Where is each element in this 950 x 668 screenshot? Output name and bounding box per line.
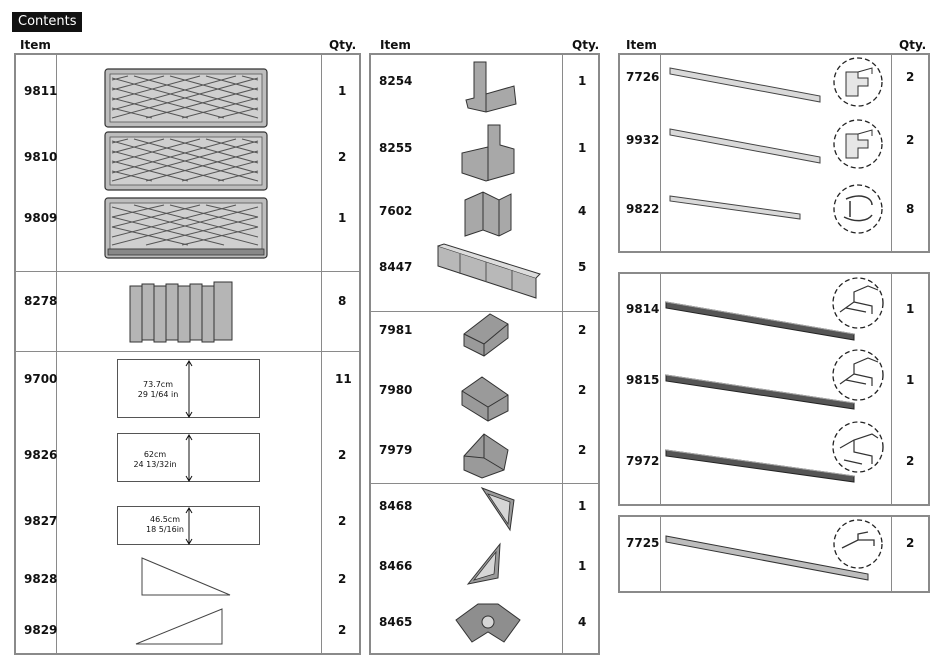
dimension-cm: 73.7cm — [128, 380, 188, 390]
corner-post-7602-illustration — [463, 190, 513, 238]
rail-9815-detail-icon — [832, 348, 884, 402]
bracket-8255-illustration — [458, 123, 520, 183]
item-code-7979: 7979 — [379, 443, 412, 457]
item-qty-8254: 1 — [578, 74, 586, 88]
item-code-8465: 8465 — [379, 615, 412, 629]
item-qty-7725: 2 — [906, 536, 914, 550]
rail-7972-illustration — [664, 448, 858, 488]
profile-9822-illustration — [668, 194, 804, 222]
item-qty-9700: 11 — [335, 372, 352, 386]
item-code-8255: 8255 — [379, 141, 412, 155]
col2-item-header: Item — [380, 38, 411, 52]
bracket-8254-illustration — [460, 60, 520, 122]
item-qty-7980: 2 — [578, 383, 586, 397]
dimension-arrow-icon — [183, 360, 195, 418]
item-code-9932: 9932 — [626, 133, 659, 147]
item-code-7726: 7726 — [626, 70, 659, 84]
item-qty-9827: 2 — [338, 514, 346, 528]
profile-7726-detail-icon — [832, 56, 884, 108]
wall-panel-9810-illustration — [104, 131, 268, 191]
wall-panel-9809-illustration — [104, 197, 268, 259]
dimension-arrow-icon — [183, 507, 195, 545]
item-code-9814: 9814 — [626, 302, 659, 316]
bracket-8465-illustration — [454, 600, 522, 646]
item-code-7972: 7972 — [626, 454, 659, 468]
item-code-7980: 7980 — [379, 383, 412, 397]
connector-7979-illustration — [460, 430, 512, 480]
item-code-9810: 9810 — [24, 150, 57, 164]
rail-9814-detail-icon — [832, 276, 884, 330]
item-qty-7979: 2 — [578, 443, 586, 457]
item-code-7602: 7602 — [379, 204, 412, 218]
item-code-8254: 8254 — [379, 74, 412, 88]
wall-panel-9811-illustration — [104, 68, 268, 128]
gusset-8466-illustration — [464, 542, 504, 588]
item-code-8466: 8466 — [379, 559, 412, 573]
item-qty-8466: 1 — [578, 559, 586, 573]
item-qty-9815: 1 — [906, 373, 914, 387]
col1-item-header: Item — [20, 38, 51, 52]
dimension-cm: 62cm — [125, 450, 185, 460]
item-code-9811: 9811 — [24, 84, 57, 98]
rail-9814-illustration — [664, 300, 858, 344]
connector-7980-illustration — [458, 373, 512, 423]
rail-9815-illustration — [664, 373, 858, 413]
board-9700-dimensions: 73.7cm 29 1/64 in — [128, 380, 188, 400]
item-qty-8278: 8 — [338, 294, 346, 308]
item-qty-8255: 1 — [578, 141, 586, 155]
item-qty-8465: 4 — [578, 615, 586, 629]
slats-8278-illustration — [128, 280, 236, 344]
rail-7972-detail-icon — [832, 420, 884, 474]
item-qty-7602: 4 — [578, 204, 586, 218]
item-code-9827: 9827 — [24, 514, 57, 528]
item-qty-9809: 1 — [338, 211, 346, 225]
board-9826-dimensions: 62cm 24 13/32in — [125, 450, 185, 470]
col3-qty-header: Qty. — [899, 38, 926, 52]
item-code-9829: 9829 — [24, 623, 57, 637]
profile-9932-illustration — [668, 127, 824, 167]
item-qty-9814: 1 — [906, 302, 914, 316]
item-code-8447: 8447 — [379, 260, 412, 274]
item-qty-7981: 2 — [578, 323, 586, 337]
beam-8447-illustration — [436, 244, 540, 300]
page-title: Contents — [12, 12, 82, 32]
item-qty-9811: 1 — [338, 84, 346, 98]
item-code-9822: 9822 — [626, 202, 659, 216]
triangle-9829-illustration — [134, 607, 226, 647]
item-code-9828: 9828 — [24, 572, 57, 586]
gusset-8468-illustration — [478, 486, 518, 534]
item-qty-9932: 2 — [906, 133, 914, 147]
item-code-7981: 7981 — [379, 323, 412, 337]
item-code-9809: 9809 — [24, 211, 57, 225]
dimension-arrow-icon — [183, 434, 195, 482]
item-qty-8468: 1 — [578, 499, 586, 513]
item-qty-9828: 2 — [338, 572, 346, 586]
item-qty-9829: 2 — [338, 623, 346, 637]
item-qty-9810: 2 — [338, 150, 346, 164]
profile-7726-illustration — [668, 66, 824, 106]
col3-item-header: Item — [626, 38, 657, 52]
col2-qty-header: Qty. — [572, 38, 599, 52]
item-qty-7972: 2 — [906, 454, 914, 468]
dimension-in: 24 13/32in — [125, 460, 185, 470]
dimension-in: 29 1/64 in — [128, 390, 188, 400]
col1-qty-header: Qty. — [329, 38, 356, 52]
item-qty-7726: 2 — [906, 70, 914, 84]
item-qty-9822: 8 — [906, 202, 914, 216]
item-code-9815: 9815 — [626, 373, 659, 387]
item-code-8278: 8278 — [24, 294, 57, 308]
item-code-9826: 9826 — [24, 448, 57, 462]
triangle-9828-illustration — [140, 556, 232, 598]
connector-7981-illustration — [460, 310, 512, 358]
profile-9932-detail-icon — [832, 118, 884, 170]
rail-7725-detail-icon — [832, 518, 884, 570]
item-code-8468: 8468 — [379, 499, 412, 513]
profile-9822-detail-icon — [832, 183, 884, 235]
item-qty-9826: 2 — [338, 448, 346, 462]
item-qty-8447: 5 — [578, 260, 586, 274]
item-code-9700: 9700 — [24, 372, 57, 386]
item-code-7725: 7725 — [626, 536, 659, 550]
